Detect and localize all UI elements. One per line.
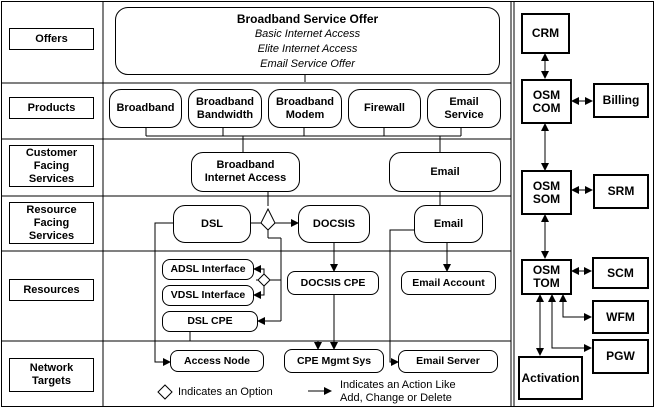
product-broadband: Broadband bbox=[109, 89, 182, 128]
cfs-email: Email bbox=[389, 152, 501, 192]
option-diamond-dsl-interface bbox=[257, 273, 271, 287]
offer-title: Broadband Service Offer bbox=[236, 12, 379, 26]
row-label-products: Products bbox=[9, 97, 94, 119]
system-osm-com: OSM COM bbox=[521, 79, 572, 124]
option-diamond-rfs bbox=[260, 207, 276, 231]
connectors bbox=[145, 53, 593, 395]
system-pgw: PGW bbox=[592, 339, 649, 374]
rfs-docsis: DOCSIS bbox=[298, 205, 370, 243]
system-srm: SRM bbox=[593, 174, 649, 209]
target-email-server: Email Server bbox=[398, 350, 498, 373]
row-label-offers: Offers bbox=[9, 28, 94, 50]
row-label-resources: Resources bbox=[9, 279, 94, 301]
legend-option-text: Indicates an Option bbox=[178, 386, 273, 398]
resource-vdsl-interface: VDSL Interface bbox=[162, 285, 254, 306]
system-osm-som: OSM SOM bbox=[521, 170, 572, 215]
row-label-network-targets: Network Targets bbox=[9, 358, 94, 392]
offer-item: Basic Internet Access bbox=[254, 28, 361, 40]
rfs-email: Email bbox=[414, 205, 483, 243]
system-scm: SCM bbox=[592, 257, 649, 289]
product-broadband-modem: Broadband Modem bbox=[268, 89, 342, 128]
rfs-dsl: DSL bbox=[173, 205, 251, 243]
resource-email-account: Email Account bbox=[401, 271, 496, 295]
system-wfm: WFM bbox=[592, 300, 649, 334]
offer-item: Elite Internet Access bbox=[257, 43, 358, 55]
resource-dsl-cpe: DSL CPE bbox=[162, 311, 258, 332]
broadband-service-offer: Broadband Service Offer Basic Internet A… bbox=[115, 7, 500, 75]
resource-docsis-cpe: DOCSIS CPE bbox=[287, 271, 379, 295]
resource-adsl-interface: ADSL Interface bbox=[162, 259, 254, 280]
cfs-broadband-internet-access: Broadband Internet Access bbox=[191, 152, 300, 192]
product-broadband-bandwidth: Broadband Bandwidth bbox=[188, 89, 262, 128]
row-label-resource-facing-services: Resource Facing Services bbox=[9, 202, 94, 244]
row-label-customer-facing-services: Customer Facing Services bbox=[9, 145, 94, 187]
product-firewall: Firewall bbox=[348, 89, 421, 128]
system-osm-tom: OSM TOM bbox=[521, 259, 572, 295]
target-access-node: Access Node bbox=[170, 350, 264, 372]
legend-diamond-icon bbox=[157, 384, 173, 400]
product-email-service: Email Service bbox=[427, 89, 501, 128]
system-crm: CRM bbox=[521, 13, 570, 54]
target-cpe-mgmt-sys: CPE Mgmt Sys bbox=[284, 349, 384, 373]
system-activation: Activation bbox=[518, 356, 583, 400]
legend-action-text: Indicates an Action Like Add, Change or … bbox=[340, 379, 456, 404]
system-billing: Billing bbox=[593, 83, 649, 118]
offer-item: Email Service Offer bbox=[260, 58, 355, 70]
